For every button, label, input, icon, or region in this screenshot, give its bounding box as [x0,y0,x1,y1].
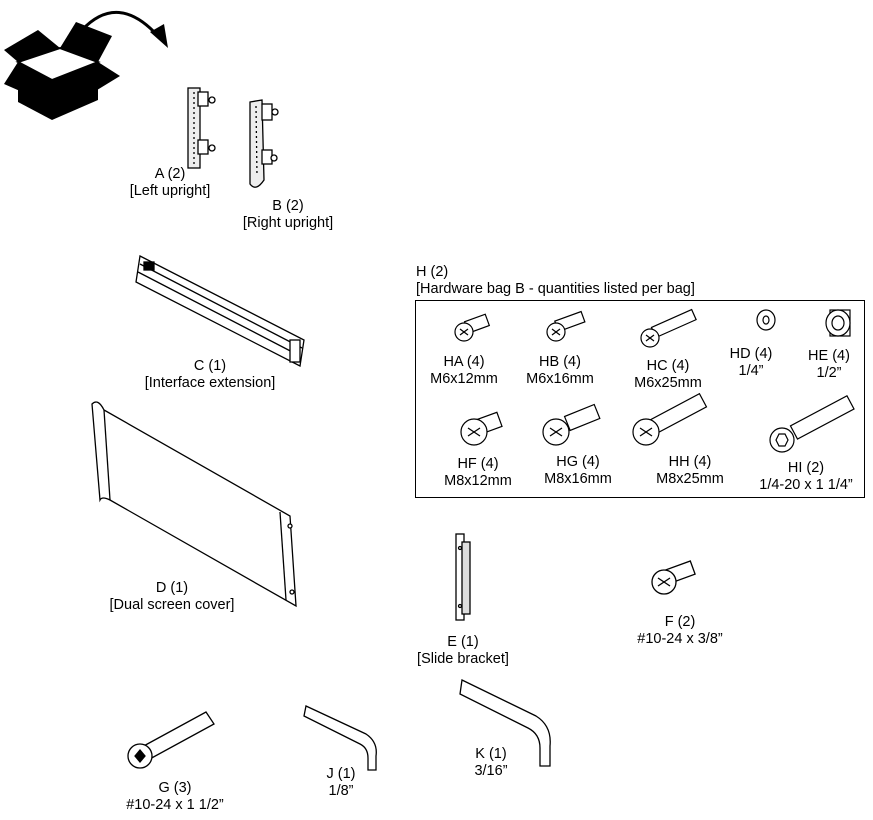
hardware-hi-icon [769,394,855,453]
hardware-hg-icon [542,403,601,446]
hardware-item-hi: HI (2) 1/4-20 x 1 1/4” [748,460,864,494]
hardware-bag-heading: H (2) [Hardware bag B - quantities liste… [416,264,695,298]
hardware-hh-icon [632,392,708,446]
hardware-item-name: HI (2) [787,460,825,476]
hardware-item-size: 1/4-20 x 1 1/4” [759,477,853,493]
hardware-hf-icon [460,411,503,446]
part-j-label: J (1) 1/8” [306,766,376,800]
part-b-label: B (2) [Right upright] [228,198,348,232]
part-a-name: A (2) [154,166,186,182]
part-c-interface-extension [135,255,305,367]
hardware-item-size: M6x25mm [634,375,702,391]
part-b-right-upright [249,99,279,188]
hardware-item-hb: HB (4) M6x16mm [514,354,606,388]
part-e-name: E (1) [447,634,479,650]
hardware-item-size: 1/2” [816,365,842,381]
hardware-item-hd: HD (4) 1/4” [716,346,786,380]
part-k-hex-key [459,679,551,767]
hardware-hd-washer-icon [756,309,776,331]
part-g-desc: #10-24 x 1 1/2” [126,797,224,813]
part-e-label: E (1) [Slide bracket] [398,634,528,668]
part-c-desc: [Interface extension] [144,375,276,391]
part-f-screw [651,560,696,595]
hardware-bag-box [415,300,865,498]
hardware-hb-icon [546,310,586,342]
hardware-item-name: HH (4) [668,454,712,470]
hardware-item-hf: HF (4) M8x12mm [432,456,524,490]
part-f-name: F (2) [664,614,696,630]
hardware-item-name: HC (4) [646,358,690,374]
hardware-item-size: M8x12mm [444,473,512,489]
hardware-bag-subtitle: [Hardware bag B - quantities listed per … [416,281,695,297]
part-c-name: C (1) [193,358,227,374]
hardware-item-ha: HA (4) M6x12mm [418,354,510,388]
part-g-long-screw [127,711,215,769]
part-j-hex-key [303,705,377,771]
hardware-item-hg: HG (4) M8x16mm [532,454,624,488]
part-j-desc: 1/8” [328,783,354,799]
hardware-item-hh: HH (4) M8x25mm [644,454,736,488]
hardware-he-spacer-icon [825,309,851,337]
rotate-arrow-icon [80,11,168,48]
part-d-label: D (1) [Dual screen cover] [92,580,252,614]
part-c-label: C (1) [Interface extension] [120,358,300,392]
hardware-item-size: M6x12mm [430,371,498,387]
part-k-desc: 3/16” [474,763,508,779]
part-f-desc: #10-24 x 3/8” [637,631,723,647]
part-f-label: F (2) #10-24 x 3/8” [620,614,740,648]
part-a-desc: [Left upright] [129,183,211,199]
hardware-item-name: HG (4) [556,454,600,470]
part-b-name: B (2) [272,198,304,214]
part-j-name: J (1) [326,766,356,782]
part-a-left-upright [187,87,216,169]
hardware-hc-icon [640,308,697,348]
part-k-label: K (1) 3/16” [456,746,526,780]
hardware-item-size: M8x25mm [656,471,724,487]
hardware-item-size: M8x16mm [544,471,612,487]
part-e-slide-bracket [455,533,471,621]
hardware-item-name: HE (4) [808,348,850,364]
hardware-item-name: HF (4) [457,456,499,472]
hardware-bag-title: H (2) [416,264,449,280]
hardware-item-name: HA (4) [443,354,485,370]
hardware-item-size: M6x16mm [526,371,594,387]
part-d-desc: [Dual screen cover] [109,597,235,613]
part-b-desc: [Right upright] [242,215,334,231]
hardware-item-name: HD (4) [729,346,773,362]
part-d-name: D (1) [155,580,189,596]
part-g-name: G (3) [158,780,192,796]
hardware-item-size: 1/4” [738,363,764,379]
hardware-item-hc: HC (4) M6x25mm [622,358,714,392]
part-e-desc: [Slide bracket] [417,651,509,667]
part-d-dual-screen-cover [91,401,297,608]
part-g-label: G (3) #10-24 x 1 1/2” [110,780,240,814]
hardware-item-he: HE (4) 1/2” [794,348,864,382]
open-box-icon [4,22,120,120]
hardware-ha-icon [454,313,491,342]
part-k-name: K (1) [475,746,507,762]
part-a-label: A (2) [Left upright] [110,166,230,200]
hardware-item-name: HB (4) [539,354,581,370]
